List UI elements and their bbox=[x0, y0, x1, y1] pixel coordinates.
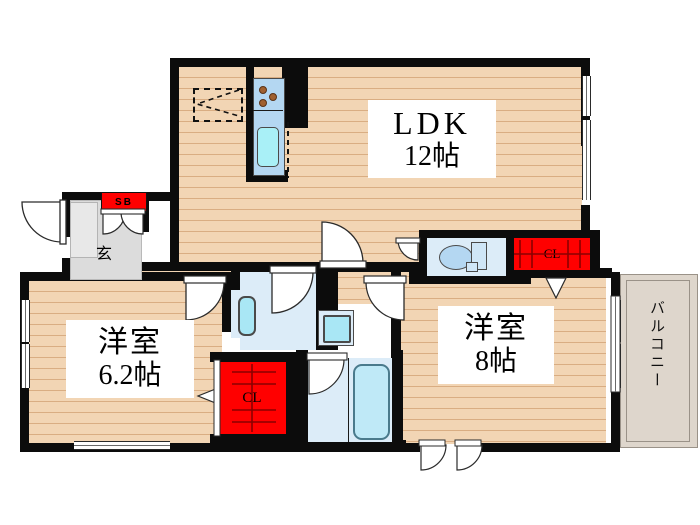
kitchen-counter-split bbox=[253, 110, 283, 111]
wall-kitchen-right bbox=[282, 66, 308, 128]
wall-hall-top bbox=[140, 262, 176, 271]
gas-burner-2 bbox=[269, 93, 277, 101]
balcony-railing bbox=[626, 280, 690, 442]
window-bedroom-east-right-lower bbox=[612, 344, 621, 388]
wall-kitchen-left bbox=[246, 66, 254, 182]
wall-closet-west-bottom bbox=[210, 434, 300, 452]
room-label-bedroom-west-line2: 6.2帖 bbox=[98, 360, 162, 391]
wall-closet-ldk-right bbox=[590, 230, 600, 276]
bathroom-divider bbox=[348, 358, 349, 442]
window-bedroom-west-bottom bbox=[74, 441, 170, 450]
room-label-bedroom-east-line2: 8帖 bbox=[474, 346, 517, 377]
wall-lower-bottom-right bbox=[460, 443, 620, 452]
room-label-ldk-line2: 12帖 bbox=[403, 141, 460, 172]
window-bedroom-west-left-lower bbox=[21, 344, 30, 388]
entrance-door bbox=[21, 199, 67, 245]
closet-ldk: CL bbox=[514, 238, 590, 270]
wall-ldk-top bbox=[170, 58, 590, 67]
bathroom-dry-area bbox=[308, 358, 348, 442]
refrigerator-space bbox=[193, 88, 243, 122]
wall-wet-top-band bbox=[231, 262, 409, 272]
window-ldk-right-lower bbox=[582, 120, 591, 200]
wall-entrance-left-lower bbox=[62, 258, 71, 280]
wall-partition-west bbox=[222, 272, 231, 332]
balcony bbox=[620, 274, 698, 448]
closet-west: CL bbox=[218, 362, 286, 434]
wall-toilet-left bbox=[409, 262, 419, 284]
shoe-box: SB bbox=[101, 192, 147, 212]
wall-wet-left bbox=[231, 272, 240, 290]
kitchen-sink bbox=[257, 127, 279, 167]
room-label-bedroom-east-line1: 洋室 bbox=[464, 312, 528, 345]
toilet-paper-holder bbox=[466, 262, 478, 272]
wall-toilet-ldk-left bbox=[419, 230, 427, 276]
wall-closet-ldk-bottom bbox=[506, 268, 612, 278]
wall-ldk-left bbox=[170, 58, 179, 270]
gas-burner-3 bbox=[259, 99, 267, 107]
wall-wet-bottom bbox=[296, 440, 406, 452]
bedroom-east-floor bbox=[400, 276, 606, 444]
closet-ldk-label: CL bbox=[543, 246, 561, 261]
balcony-label: バルコニー bbox=[648, 300, 664, 390]
room-label-ldk-line1: LDK bbox=[393, 105, 471, 141]
wall-toilet-right bbox=[506, 230, 514, 276]
entrance-step bbox=[70, 202, 98, 258]
wall-closet-west-top bbox=[210, 352, 300, 362]
room-label-ldk: LDK 12帖 bbox=[368, 100, 496, 178]
wall-wet-right bbox=[391, 350, 403, 450]
wall-wet-divider-mid bbox=[296, 350, 308, 450]
wash-basin bbox=[238, 296, 256, 336]
entrance-label: 玄 bbox=[96, 246, 113, 263]
room-label-bedroom-west-line1: 洋室 bbox=[98, 326, 162, 359]
room-label-bedroom-west: 洋室 6.2帖 bbox=[66, 320, 194, 398]
window-ldk-right-upper bbox=[582, 76, 591, 116]
wall-closet-ldk-top bbox=[506, 230, 600, 238]
washing-machine-drum bbox=[323, 315, 351, 343]
wall-toilet-top bbox=[419, 230, 514, 238]
wall-closet-west-right bbox=[286, 352, 296, 444]
room-label-bedroom-east: 洋室 8帖 bbox=[438, 306, 554, 384]
wall-toilet-bottom bbox=[409, 274, 531, 284]
gas-burner-1 bbox=[259, 86, 267, 94]
wall-entrance-right bbox=[140, 200, 149, 232]
closet-west-label: CL bbox=[242, 389, 262, 406]
window-bedroom-east-right-upper bbox=[612, 300, 621, 342]
wall-partition-east bbox=[391, 272, 401, 350]
window-bedroom-west-left-upper bbox=[21, 300, 30, 342]
bathtub bbox=[353, 364, 390, 440]
